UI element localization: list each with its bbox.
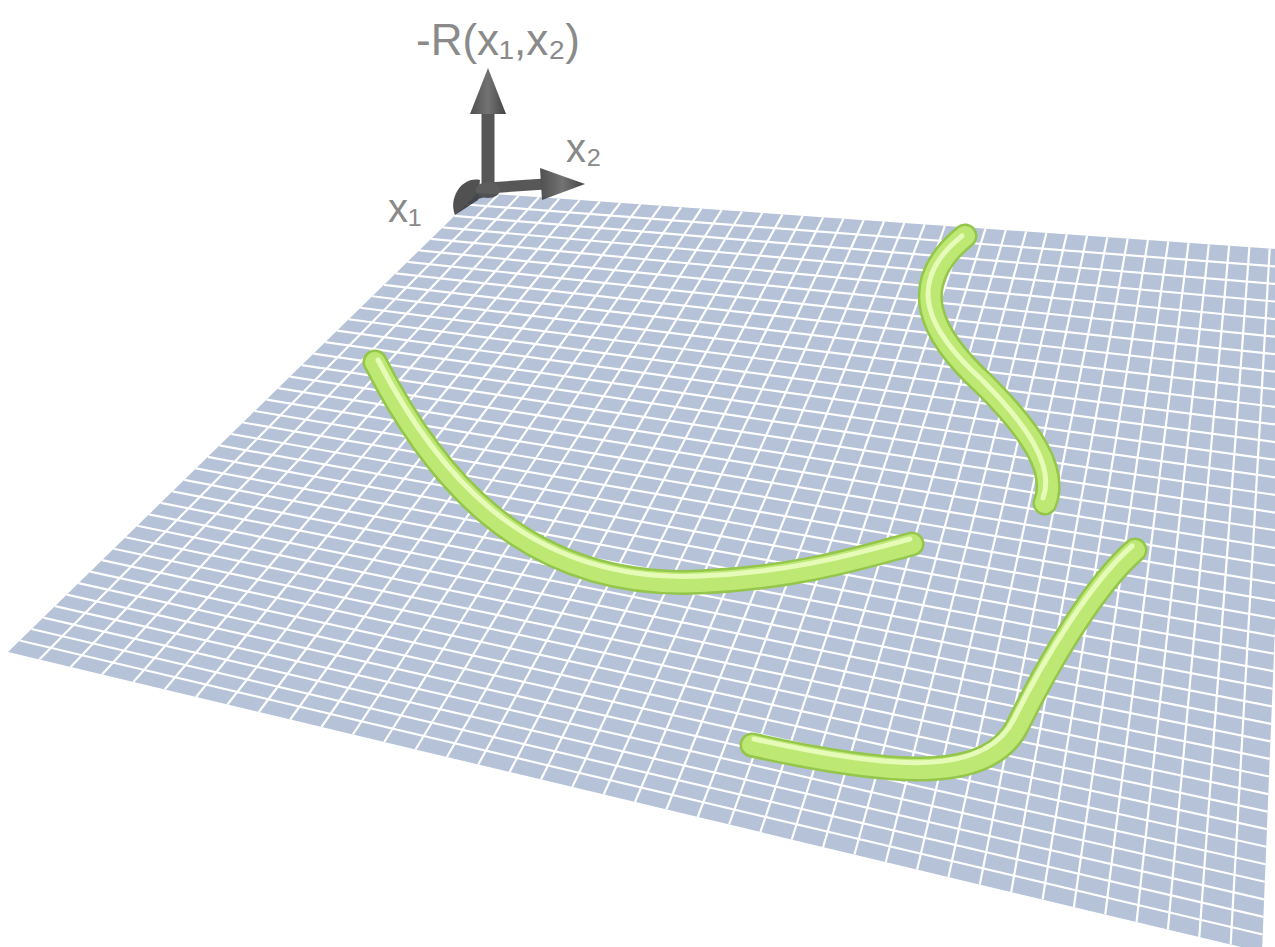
axis-head xyxy=(453,180,480,215)
tube xyxy=(375,360,912,582)
axis-gizmo xyxy=(453,68,585,215)
axis-label: x₁ xyxy=(388,188,422,228)
axis-shaft xyxy=(482,110,495,192)
axis-label: -R(x₁,x₂) xyxy=(416,18,580,62)
grid-lines xyxy=(20,194,1275,944)
axis-head xyxy=(470,68,506,114)
tube xyxy=(752,546,1135,769)
axis-head xyxy=(540,168,585,200)
axis-origin xyxy=(476,182,500,198)
grid-plane xyxy=(8,193,1275,947)
axis-label: x₂ xyxy=(566,128,602,168)
tubes xyxy=(375,236,1135,769)
tube xyxy=(928,236,1048,503)
